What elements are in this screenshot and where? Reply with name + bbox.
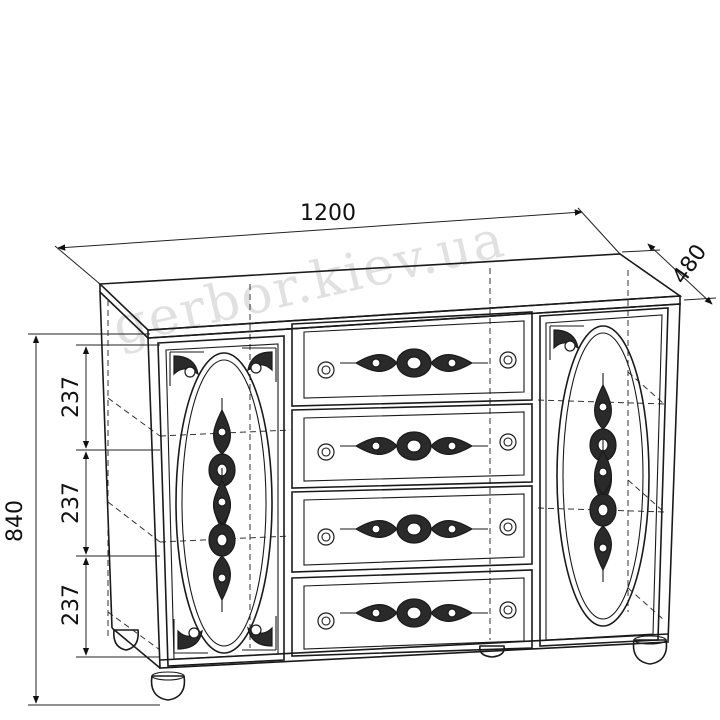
width-dimension: 1200 bbox=[54, 201, 621, 285]
section-1-label: 237 bbox=[59, 376, 84, 418]
section-3-label: 237 bbox=[59, 584, 84, 626]
drawer-1[interactable] bbox=[291, 311, 533, 407]
drawer-4-knob-right[interactable] bbox=[499, 601, 517, 619]
watermark: gerbor.kiev.ua bbox=[107, 209, 511, 358]
drawer-2-knob-right[interactable] bbox=[499, 433, 517, 451]
drawer-4[interactable] bbox=[291, 569, 533, 657]
section-dimensions: 237 237 237 bbox=[59, 344, 160, 658]
drawer-3-knob-right[interactable] bbox=[499, 518, 517, 536]
right-door-corner-tl bbox=[549, 325, 585, 361]
height-dimension: 840 bbox=[3, 333, 160, 706]
left-door-corner-bl bbox=[173, 618, 209, 654]
drawer-1-knob-right[interactable] bbox=[499, 351, 517, 369]
left-door-corner-tr bbox=[241, 347, 277, 383]
drawer-3-knob[interactable] bbox=[317, 528, 335, 546]
depth-label: 480 bbox=[668, 240, 713, 289]
drawer-3[interactable] bbox=[291, 485, 533, 573]
drawer-4-knob[interactable] bbox=[317, 612, 335, 630]
right-door[interactable] bbox=[539, 307, 669, 647]
left-door[interactable] bbox=[157, 335, 285, 667]
drawer-2[interactable] bbox=[291, 403, 533, 489]
left-door-ornament-lower bbox=[208, 467, 236, 613]
width-label: 1200 bbox=[300, 201, 356, 226]
left-door-corner-tl bbox=[169, 351, 205, 387]
right-door-ornament-lower bbox=[589, 437, 617, 583]
depth-dimension: 480 bbox=[621, 240, 717, 305]
drawer-2-knob[interactable] bbox=[317, 443, 335, 461]
drawer-1-knob[interactable] bbox=[317, 361, 335, 379]
feet bbox=[113, 629, 668, 701]
height-label: 840 bbox=[3, 500, 28, 542]
section-2-label: 237 bbox=[59, 482, 84, 524]
